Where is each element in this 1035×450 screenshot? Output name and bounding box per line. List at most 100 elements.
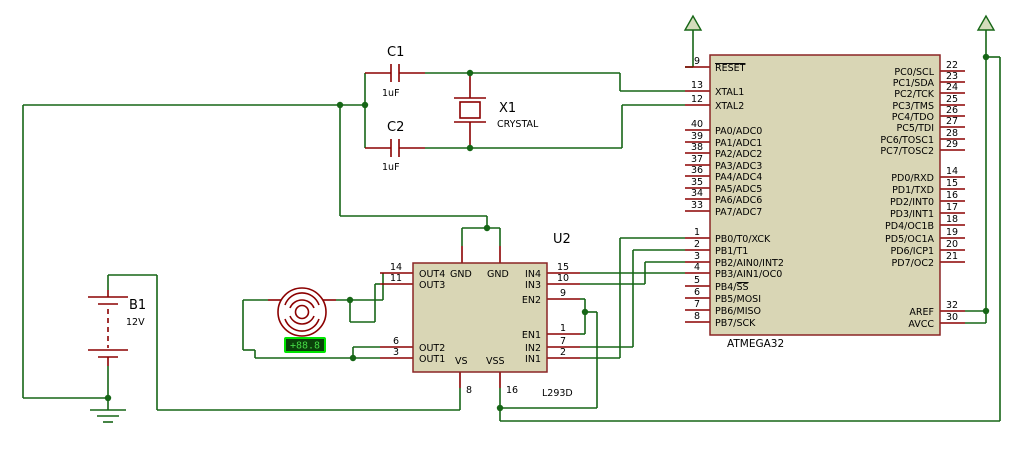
pin-number: 23 (946, 71, 958, 82)
pin-label: XTAL1 (715, 87, 744, 98)
junction-dot (483, 224, 491, 232)
pin-label: OUT3 (419, 280, 445, 291)
power-arrow-icon (976, 14, 996, 31)
dc-motor[interactable] (268, 287, 336, 337)
pin-label: PD0/RXD (891, 173, 934, 184)
pin-label: PB7/SCK (715, 318, 756, 329)
junction-dot (466, 69, 474, 77)
pin-label: PC6/TOSC1 (880, 135, 934, 146)
pin-label: IN4 (525, 269, 541, 280)
ground-symbol (90, 409, 126, 423)
pin-label: RESET (715, 63, 746, 74)
pin-label: AREF (909, 307, 934, 318)
pin-label: PD1/TXD (892, 185, 934, 196)
pin-label: PA3/ADC3 (715, 161, 762, 172)
pin-label: PC2/TCK (894, 89, 934, 100)
pin-number: 2 (694, 239, 700, 250)
pin-label: IN1 (525, 354, 541, 365)
pin-label: PC7/TOSC2 (880, 146, 934, 157)
pin-label: PA2/ADC2 (715, 149, 762, 160)
pin-number: 7 (560, 336, 566, 347)
pin-label: IN2 (525, 343, 541, 354)
junction-dot-layer (104, 53, 990, 412)
pin-number: 2 (560, 347, 566, 358)
pin-number: 37 (691, 154, 703, 165)
pin-number: 33 (691, 200, 703, 211)
pin-number: 17 (946, 202, 958, 213)
pin-label: PC4/TDO (892, 112, 934, 123)
pin-stub-layer (380, 66, 965, 388)
pin-number: 11 (390, 273, 402, 284)
pin-label: AVCC (908, 319, 934, 330)
u2-ref-label: U2 (553, 232, 571, 247)
pin-label: PD5/OC1A (885, 234, 934, 245)
pin-label: VS (455, 356, 468, 367)
pin-number: 8 (694, 311, 700, 322)
x1-ref-label: X1 (499, 101, 516, 116)
pin-number: 3 (694, 251, 700, 262)
capacitor-c1[interactable] (365, 64, 425, 82)
b1-ref-label: B1 (129, 298, 146, 313)
wire-layer (22, 30, 1001, 422)
b1-value-label: 12V (126, 317, 145, 328)
battery-b1[interactable] (88, 290, 128, 366)
pin-number: 10 (557, 273, 569, 284)
pin-number: 12 (691, 94, 703, 105)
junction-dot (336, 101, 344, 109)
pin-label: PC5/TDI (896, 123, 934, 134)
pin-number: 6 (694, 287, 700, 298)
pin-label: PD3/INT1 (890, 209, 934, 220)
pin-number: 38 (691, 142, 703, 153)
pin-number: 16 (946, 190, 958, 201)
pin-label: VSS (486, 356, 505, 367)
capacitor-c2[interactable] (365, 139, 425, 157)
pin-label: IN3 (525, 280, 541, 291)
atmega32-part-label: ATMEGA32 (727, 338, 784, 350)
pin-number: 14 (946, 166, 958, 177)
pin-number: 28 (946, 128, 958, 139)
pin-number: 39 (691, 131, 703, 142)
junction-dot (346, 296, 354, 304)
pin-label: PD7/OC2 (892, 258, 934, 269)
pin-number: 20 (946, 239, 958, 250)
crystal-x1[interactable] (454, 73, 486, 148)
pin-number: 29 (946, 139, 958, 150)
pin-label: PA4/ADC4 (715, 172, 762, 183)
pin-number: 1 (694, 227, 700, 238)
pin-number: 18 (946, 214, 958, 225)
junction-dot (496, 404, 504, 412)
pin-text-layer: 9RESET13XTAL112XTAL240PA0/ADC039PA1/ADC1… (390, 56, 958, 396)
l293d-body[interactable] (412, 262, 548, 373)
pin-label: EN1 (522, 330, 541, 341)
pin-number: 19 (946, 227, 958, 238)
atmega32-body[interactable] (709, 54, 941, 336)
c1-value-label: 1uF (382, 88, 400, 99)
pin-number: 3 (393, 347, 399, 358)
pin-number: 6 (393, 336, 399, 347)
c2-ref-label: C2 (387, 120, 404, 135)
junction-dot (581, 308, 589, 316)
pin-number: 25 (946, 94, 958, 105)
pin-number: 34 (691, 188, 703, 199)
pin-number: 13 (691, 80, 703, 91)
pin-label: GND (450, 269, 472, 280)
pin-label: OUT4 (419, 269, 445, 280)
pin-label: PD6/ICP1 (891, 246, 935, 257)
pin-label: PC3/TMS (892, 101, 934, 112)
motor-rpm-display: +88.8 (284, 337, 326, 353)
pin-label: PD4/OC1B (885, 221, 934, 232)
pin-number: 7 (694, 299, 700, 310)
pin-number: 22 (946, 60, 958, 71)
l293d-part-label: L293D (542, 388, 573, 399)
pin-number: 35 (691, 177, 703, 188)
pin-label: PB2/AIN0/INT2 (715, 258, 784, 269)
pin-number: 26 (946, 105, 958, 116)
pin-label: PB5/MOSI (715, 294, 761, 305)
pin-number: 15 (557, 262, 569, 273)
junction-dot (982, 307, 990, 315)
pin-label: PD2/INT0 (890, 197, 934, 208)
junction-dot (349, 354, 357, 362)
pin-number: 21 (946, 251, 958, 262)
